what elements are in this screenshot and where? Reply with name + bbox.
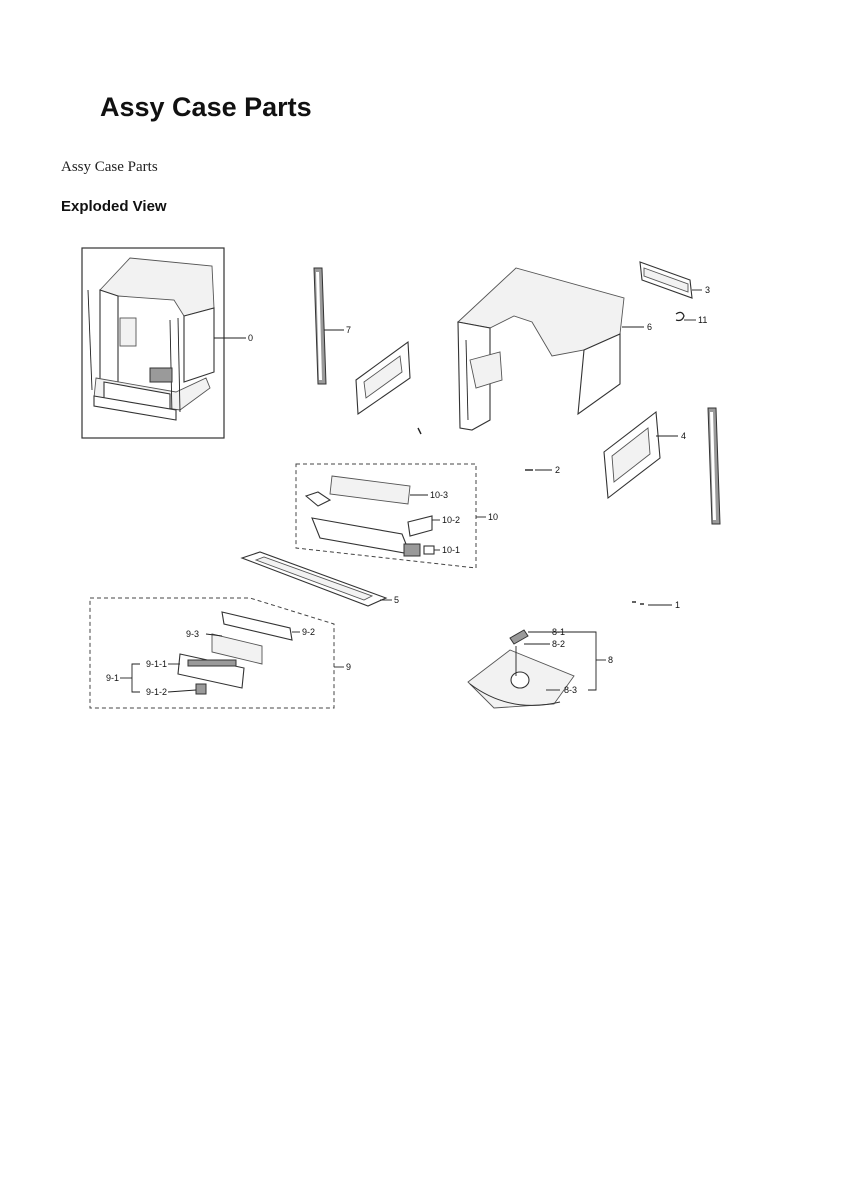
mounting-bracket-left-part: [355, 340, 411, 416]
case-cover-part: [457, 267, 625, 431]
callout-9-2: 9-2: [302, 627, 315, 637]
callout-10-2: 10-2: [442, 515, 460, 525]
assembled-case-part: [81, 247, 225, 439]
callout-11: 11: [698, 315, 707, 325]
callout-10: 10: [488, 512, 498, 522]
group-9-box: [89, 597, 335, 709]
callout-1: 1: [675, 600, 680, 610]
callout-8-1: 8-1: [552, 627, 565, 637]
exploded-view-heading: Exploded View: [61, 198, 167, 215]
callout-9: 9: [346, 662, 351, 672]
side-gasket-right-part: [707, 407, 721, 525]
callout-9-3: 9-3: [186, 629, 199, 639]
side-gasket-left-part: [313, 267, 327, 385]
callout-3: 3: [705, 285, 710, 295]
callout-5: 5: [394, 595, 399, 605]
top-bracket-part: [639, 261, 693, 299]
mounting-bracket-right-part: [603, 410, 661, 500]
callout-6: 6: [647, 322, 652, 332]
callout-4: 4: [681, 431, 686, 441]
clip-part: [675, 311, 685, 322]
screws-bottom-part: [632, 601, 644, 605]
front-frame-part: [240, 551, 388, 607]
callout-8: 8: [608, 655, 613, 665]
screw-center-part: [417, 427, 422, 435]
callout-10-3: 10-3: [430, 490, 448, 500]
callout-0: 0: [248, 333, 253, 343]
group-10-box: [295, 463, 477, 569]
callout-10-1: 10-1: [442, 545, 460, 555]
callout-9-1-2: 9-1-2: [146, 687, 167, 697]
callout-9-1: 9-1: [106, 673, 119, 683]
callout-2: 2: [555, 465, 560, 475]
callout-7: 7: [346, 325, 351, 335]
callout-9-1-1: 9-1-1: [146, 659, 167, 669]
section-label: Assy Case Parts: [61, 159, 158, 175]
page-title: Assy Case Parts: [100, 92, 312, 122]
base-assembly-part: [467, 629, 575, 709]
callout-8-3: 8-3: [564, 685, 577, 695]
callout-8-2: 8-2: [552, 639, 565, 649]
